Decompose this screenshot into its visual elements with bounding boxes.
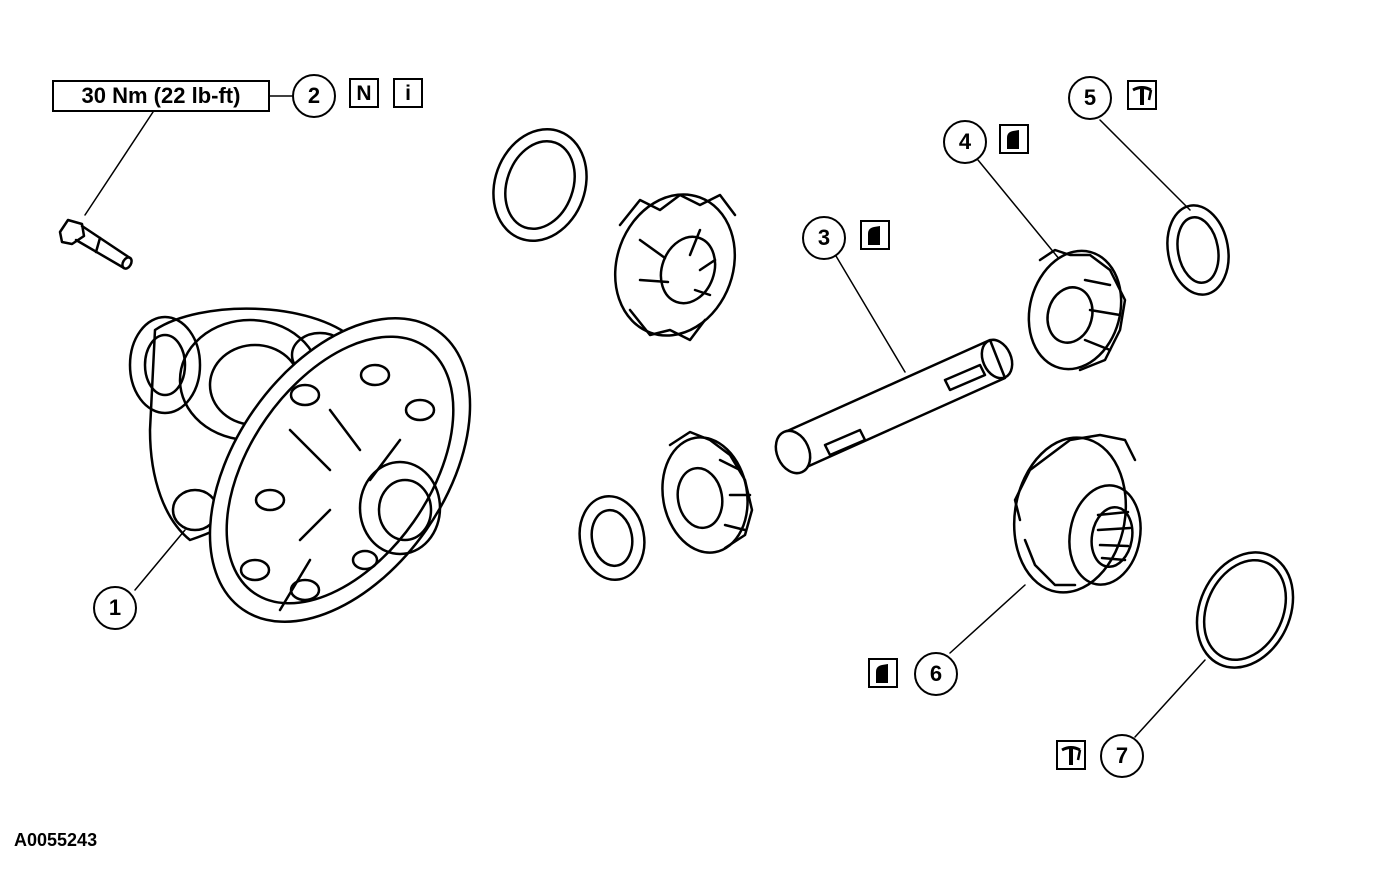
lubricate-icon bbox=[860, 220, 890, 250]
callout-4: 4 bbox=[943, 120, 987, 164]
select-fit-icon bbox=[1127, 80, 1157, 110]
torque-new-part-icon: N bbox=[349, 78, 379, 108]
thrust-washer-lower-part bbox=[1195, 551, 1295, 669]
callout-3: 3 bbox=[802, 216, 846, 260]
side-gear-lower-part bbox=[1012, 433, 1142, 594]
lubricate-icon bbox=[999, 124, 1029, 154]
callout-7: 7 bbox=[1100, 734, 1144, 778]
pinion-gear-upper-part bbox=[1027, 248, 1127, 372]
upper-washer-part bbox=[492, 128, 588, 242]
torque-spec-label: 30 Nm (22 lb-ft) bbox=[52, 80, 270, 112]
lubricate-icon bbox=[868, 658, 898, 688]
callout-1: 1 bbox=[93, 586, 137, 630]
thrust-washer-upper-part bbox=[1166, 204, 1230, 296]
information-icon: i bbox=[393, 78, 423, 108]
callout-2: 2 bbox=[292, 74, 336, 118]
callout-6: 6 bbox=[914, 652, 958, 696]
pinion-gear-lower-part bbox=[661, 430, 754, 554]
figure-id: A0055243 bbox=[14, 830, 98, 850]
pinion-shaft-part bbox=[774, 338, 1014, 475]
callout-5: 5 bbox=[1068, 76, 1112, 120]
bolt-part bbox=[58, 218, 133, 270]
select-fit-icon bbox=[1056, 740, 1086, 770]
leader-lines bbox=[84, 95, 1206, 738]
differential-case-part bbox=[128, 307, 472, 623]
lower-washer-part bbox=[578, 495, 646, 581]
upper-side-gear-part bbox=[613, 193, 737, 342]
